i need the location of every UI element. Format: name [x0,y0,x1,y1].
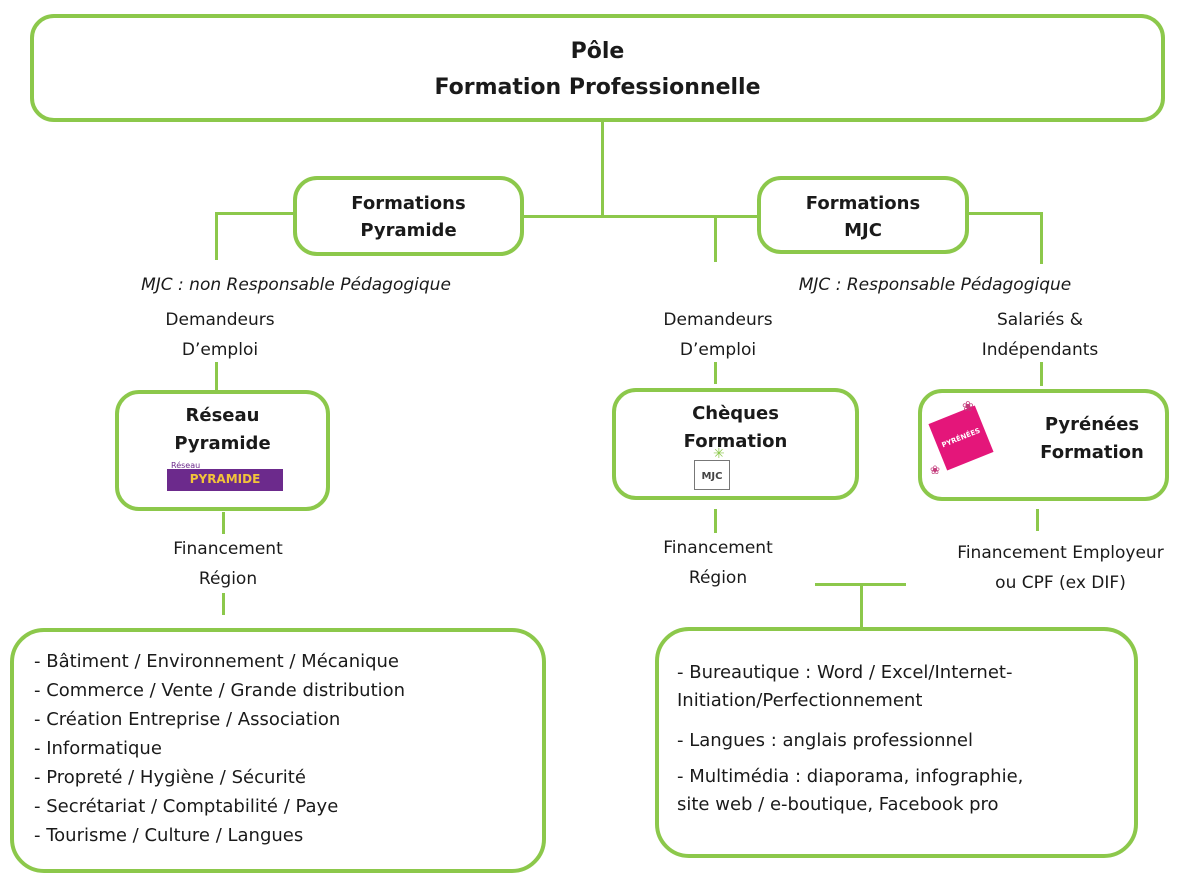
connector-top-down [601,118,604,218]
formations-pyramide-title1: Formations [351,193,466,214]
cheques-formation-title1: Chèques [692,403,779,424]
connector-horizontal [524,215,760,218]
mjc-logo: ✳ MJC [694,447,730,490]
left-audience-line1: Demandeurs [165,310,275,330]
right-courses-box: - Bureautique : Word / Excel/Internet- I… [655,627,1138,858]
pole-title-line2: Formation Professionnelle [434,75,761,100]
list-item: - Bâtiment / Environnement / Mécanique [34,651,400,672]
note-responsable: MJC : Responsable Pédagogique [798,275,1072,295]
right-audience: Salariés & Indépendants [940,305,1140,365]
pyrenees-flourish-icon-2: ❀ [930,463,941,477]
mjc-logo-star-icon: ✳ [713,446,725,462]
left-courses-list: - Bâtiment / Environnement / Mécanique -… [34,647,405,850]
pole-box: Pôle Formation Professionnelle [30,14,1165,122]
connector-right-funding [1036,509,1039,531]
pyrenees-logo: PYRÉNÉES [928,405,994,471]
connector-left-funding [222,512,225,534]
pyramide-logo-small: Réseau [171,461,201,470]
mid-funding-line2: Région [688,568,748,588]
mid-audience: Demandeurs D’emploi [618,305,818,365]
pyrenees-logo-text: PYRÉNÉES [940,426,982,450]
right-audience-line2: Indépendants [981,340,1099,360]
left-audience-line2: D’emploi [181,340,259,360]
list-item: - Secrétariat / Comptabilité / Paye [34,796,339,817]
list-item: - Langues : anglais professionnel [677,730,973,751]
list-item: site web / e-boutique, Facebook pro [677,794,999,815]
connector-left-audience [215,362,218,390]
connector-mid-down [714,218,717,262]
pyrenees-formation-title1: Pyrénées [1044,414,1140,435]
connector-left-down [215,212,218,260]
connector-right-audience [1040,362,1043,386]
mjc-logo-text: MJC [701,471,723,482]
list-item: - Propreté / Hygiène / Sécurité [34,767,306,788]
list-item: - Multimédia : diaporama, infographie, [677,766,1024,787]
pyrenees-formation-box: PYRÉNÉES ❀ ❀ Pyrénées Formation [918,389,1169,501]
list-item: Initiation/Perfectionnement [677,690,923,711]
list-item: - Informatique [34,738,162,759]
reseau-pyramide-title2: Pyramide [174,433,271,454]
list-item: - Commerce / Vente / Grande distribution [34,680,406,701]
cheques-formation-box: Chèques Formation ✳ MJC [612,388,859,500]
connector-bottom-down [860,583,863,627]
mid-funding-line1: Financement [663,538,773,558]
pyramide-logo-text: PYRAMIDE [189,472,261,486]
formations-pyramide-box: Formations Pyramide [293,176,524,256]
connector-mid-funding [714,509,717,533]
connector-left-stub [215,212,295,215]
mid-audience-line2: D’emploi [679,340,757,360]
list-item: - Tourisme / Culture / Langues [34,825,304,846]
left-funding-line1: Financement [173,539,283,559]
connector-right-stub [966,212,1042,215]
note-non-responsable: MJC : non Responsable Pédagogique [141,275,451,295]
left-funding-line2: Région [198,569,258,589]
connector-mid-audience [714,362,717,384]
formations-mjc-title2: MJC [844,220,882,241]
pole-title-line1: Pôle [570,39,625,64]
right-courses-list: - Bureautique : Word / Excel/Internet- I… [677,659,1023,819]
formations-pyramide-title2: Pyramide [360,220,457,241]
left-audience: Demandeurs D’emploi [120,305,320,365]
left-courses-box: - Bâtiment / Environnement / Mécanique -… [10,628,546,873]
pyrenees-formation-title2: Formation [1040,442,1144,463]
reseau-pyramide-box: Réseau Pyramide Réseau PYRAMIDE [115,390,330,511]
list-item: - Création Entreprise / Association [34,709,341,730]
right-funding: Financement Employeur ou CPF (ex DIF) [928,538,1193,598]
formations-mjc-box: Formations MJC [757,176,969,254]
pyrenees-flourish-icon: ❀ [962,399,974,415]
right-funding-line1: Financement Employeur [957,543,1164,563]
formations-mjc-title1: Formations [805,193,921,214]
pyramide-logo: Réseau PYRAMIDE [167,461,283,491]
connector-left-courses [222,593,225,615]
right-audience-line1: Salariés & [996,310,1084,330]
right-funding-line2: ou CPF (ex DIF) [995,573,1126,593]
mid-audience-line1: Demandeurs [663,310,773,330]
connector-right-down [1040,212,1043,264]
list-item: - Bureautique : Word / Excel/Internet- [677,662,1013,683]
left-funding: Financement Région [128,534,328,594]
reseau-pyramide-title1: Réseau [185,405,260,426]
mid-funding: Financement Région [618,533,818,593]
cheques-formation-title2: Formation [683,431,788,452]
